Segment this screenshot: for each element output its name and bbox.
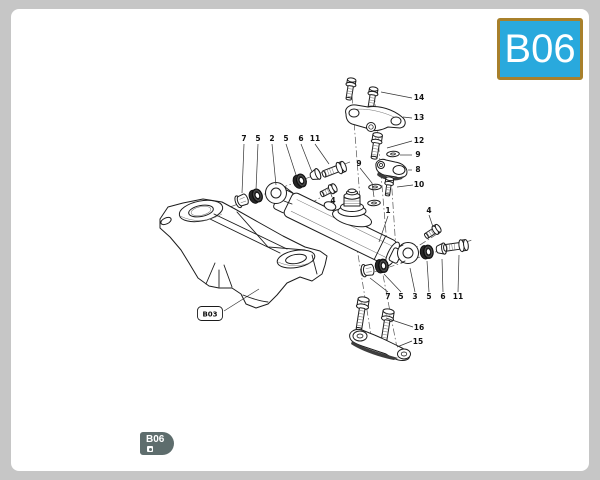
lower-arm-illustration bbox=[349, 295, 411, 361]
part-number-label: 5 bbox=[398, 292, 403, 301]
part-number-label: 4 bbox=[330, 196, 335, 205]
part-number-label: 16 bbox=[414, 323, 424, 332]
section-code-box: B06 bbox=[497, 18, 583, 80]
bracket-13-illustration bbox=[343, 76, 406, 132]
module-dot-icon bbox=[147, 446, 153, 452]
module-tag-label: B03 bbox=[202, 310, 217, 318]
part-number-label: 4 bbox=[426, 206, 431, 215]
footer-module-label: B06 bbox=[146, 434, 165, 445]
part-number-label: 5 bbox=[255, 134, 260, 143]
part-number-label: 8 bbox=[415, 165, 420, 174]
page-card bbox=[11, 9, 589, 471]
part-number-label: 12 bbox=[414, 136, 424, 145]
footer-module-badge: B06 bbox=[140, 432, 174, 455]
part-number-label: 5 bbox=[283, 134, 288, 143]
drop-arm-illustration bbox=[367, 131, 408, 207]
part-number-label: 5 bbox=[426, 292, 431, 301]
crossmember-illustration bbox=[159, 198, 328, 309]
part-number-label: 9 bbox=[415, 150, 420, 159]
part-number-label: 13 bbox=[414, 113, 424, 122]
part-number-label: 14 bbox=[414, 93, 424, 102]
section-code-label: B06 bbox=[504, 27, 576, 71]
leader-lines bbox=[223, 91, 460, 348]
part-number-label: 6 bbox=[440, 292, 445, 301]
module-tag-b03[interactable]: B03 bbox=[197, 306, 223, 321]
part-number-label: 15 bbox=[413, 337, 423, 346]
part-number-label: 3 bbox=[412, 292, 417, 301]
part-number-label: 10 bbox=[414, 180, 424, 189]
part-number-label: 7 bbox=[385, 292, 390, 301]
part-number-label: 2 bbox=[269, 134, 274, 143]
part-number-label: 9 bbox=[356, 159, 361, 168]
steering-gear-illustration bbox=[265, 182, 419, 267]
part-number-label: 11 bbox=[453, 292, 463, 301]
part-number-label: 7 bbox=[241, 134, 246, 143]
part-number-label: 11 bbox=[310, 134, 320, 143]
part-number-label: 1 bbox=[385, 206, 390, 215]
part-number-label: 6 bbox=[298, 134, 303, 143]
